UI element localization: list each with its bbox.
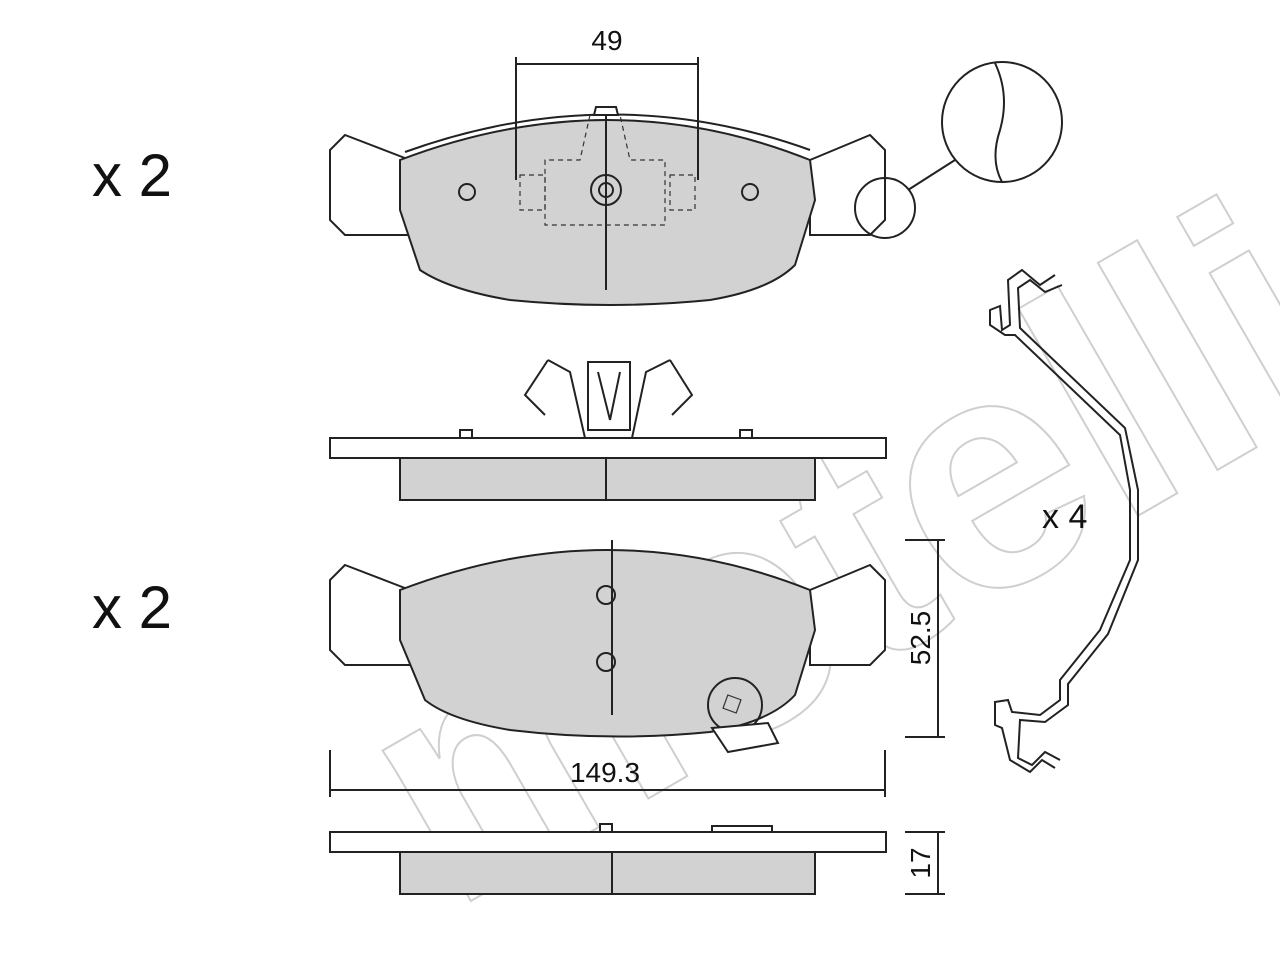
dimension-length: 149.3 — [329, 750, 886, 797]
bottom-pad-quantity: x 2 — [92, 574, 172, 641]
clip-quantity: x 4 — [1042, 498, 1087, 536]
dimension-height-label: 52.5 — [905, 611, 936, 666]
dimension-width-top-label: 49 — [591, 25, 622, 56]
top-brake-pad — [329, 61, 1063, 306]
dimension-height: 52.5 — [905, 539, 945, 738]
dimension-thickness-label: 17 — [905, 847, 936, 878]
anti-rattle-clip — [989, 268, 1139, 774]
top-pad-quantity: x 2 — [92, 142, 172, 209]
bottom-brake-pad — [329, 540, 886, 754]
dimension-length-label: 149.3 — [570, 757, 640, 788]
top-pad-side-view — [329, 359, 887, 501]
bottom-pad-side-view — [329, 823, 887, 895]
dimension-width-top: 49 — [515, 25, 699, 180]
dimension-thickness: 17 — [905, 831, 945, 895]
